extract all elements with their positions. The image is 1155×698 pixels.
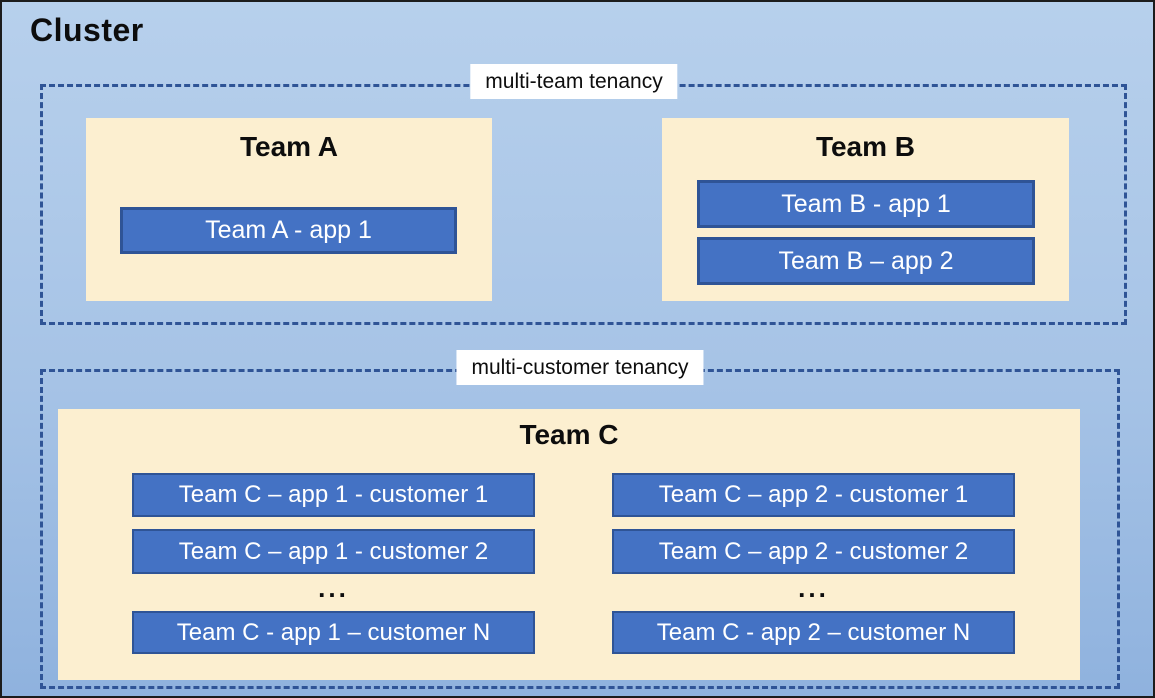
team-a-app-1-box: Team A - app 1 bbox=[120, 207, 457, 254]
team-c-app1-customer-1-box: Team C – app 1 - customer 1 bbox=[132, 473, 535, 517]
team-b-title: Team B bbox=[815, 131, 916, 162]
team-a-title: Team A bbox=[239, 131, 339, 162]
team-c-app2-customer-2-box: Team C – app 2 - customer 2 bbox=[612, 529, 1015, 574]
team-c-app2-ellipsis: ... bbox=[798, 573, 829, 603]
cluster-title: Cluster bbox=[30, 12, 144, 48]
team-b-panel: Team B Team B - app 1 Team B – app 2 bbox=[662, 118, 1069, 301]
multi-team-tenancy-label: multi-team tenancy bbox=[470, 64, 678, 99]
team-c-app2-customer-1-box: Team C – app 2 - customer 1 bbox=[612, 473, 1015, 517]
team-c-panel: Team C Team C – app 1 - customer 1 Team … bbox=[58, 409, 1080, 680]
team-c-app2-customer-n-box: Team C - app 2 – customer N bbox=[612, 611, 1015, 654]
team-b-app-1-box: Team B - app 1 bbox=[697, 180, 1035, 228]
team-a-panel: Team A Team A - app 1 bbox=[86, 118, 492, 301]
team-c-app1-customer-n-box: Team C - app 1 – customer N bbox=[132, 611, 535, 654]
team-c-title: Team C bbox=[519, 419, 619, 450]
team-c-app1-customer-2-box: Team C – app 1 - customer 2 bbox=[132, 529, 535, 574]
team-b-app-2-box: Team B – app 2 bbox=[697, 237, 1035, 285]
multi-customer-tenancy-label: multi-customer tenancy bbox=[456, 350, 704, 385]
team-c-app1-ellipsis: ... bbox=[318, 573, 349, 603]
